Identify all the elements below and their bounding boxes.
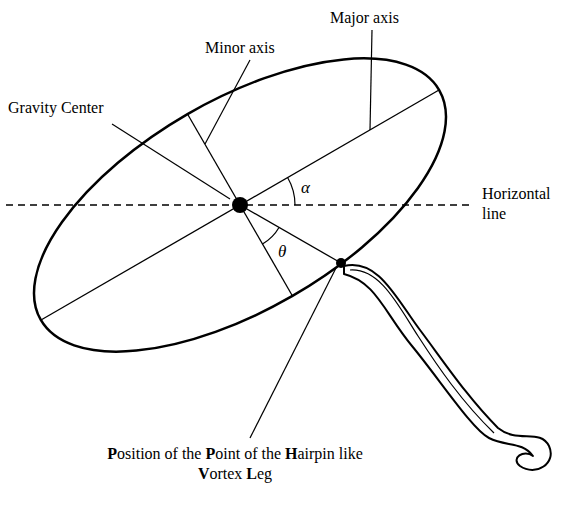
point-line [240, 205, 341, 263]
angle-label: θ [278, 242, 292, 262]
hairpin-vortex-leg [344, 265, 551, 470]
point-label: Gravity Center [8, 98, 138, 118]
gravity-center-dot [232, 197, 248, 213]
leader-line [112, 124, 230, 199]
leader-line [205, 60, 250, 144]
angle-arc [288, 178, 295, 206]
hairpin-inner-line [350, 270, 494, 433]
angle-arc [263, 228, 280, 245]
caption-label: Position of the Point of the Hairpin lik… [105, 444, 365, 484]
axis-label: Minor axis [205, 38, 305, 58]
leader-line [250, 268, 336, 438]
angle-label: α [301, 178, 315, 198]
axis-label: Major axis [330, 8, 430, 28]
line-label: Horizontal line [482, 184, 562, 224]
hairpin-point-dot [336, 258, 346, 268]
leader-line [370, 30, 372, 130]
minor-axis-line [188, 114, 293, 296]
